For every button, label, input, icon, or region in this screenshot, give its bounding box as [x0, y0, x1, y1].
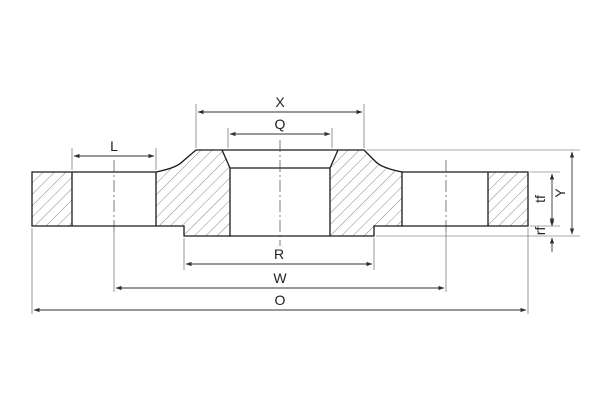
center-lines — [113, 140, 447, 246]
label-r: R — [274, 246, 284, 262]
hatched-sections — [32, 150, 528, 236]
label-w: W — [273, 270, 287, 286]
label-tf: tf — [532, 195, 548, 203]
left-outer-hatch — [32, 172, 72, 226]
label-q: Q — [275, 116, 286, 132]
dimension-labels: X Q L R W O Y tf rf — [110, 94, 568, 308]
extension-lines — [31, 104, 580, 314]
flange-outline — [31, 149, 529, 237]
label-x: X — [275, 94, 285, 110]
label-rf: rf — [532, 227, 548, 236]
right-outer-hatch — [488, 172, 528, 226]
dimension-lines — [33, 109, 575, 313]
label-y: Y — [552, 188, 568, 198]
right-hub-hatch — [330, 150, 402, 236]
label-o: O — [275, 292, 286, 308]
left-hub-hatch — [156, 150, 230, 236]
label-l: L — [110, 138, 118, 154]
